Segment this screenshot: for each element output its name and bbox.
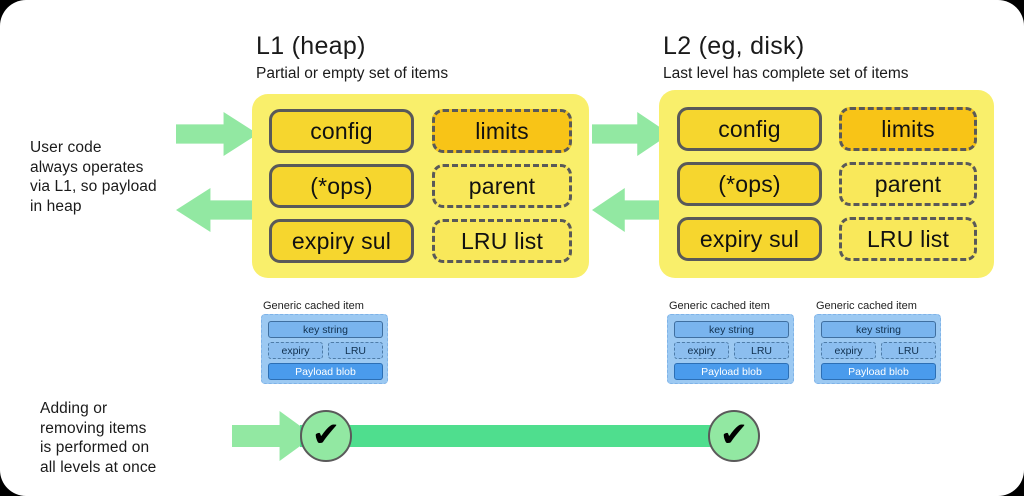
cached-item-payload-3[interactable]: Payload blob (821, 363, 936, 380)
cached-item-key-3[interactable]: key string (821, 321, 936, 338)
l1-subtitle: Partial or empty set of items (256, 65, 449, 82)
l2-title: L2 (eg, disk) (663, 32, 805, 60)
l2-slot-config[interactable]: config (677, 107, 822, 151)
cached-item-label-3: Generic cached item (816, 300, 917, 312)
cached-item-expiry-2[interactable]: expiry (674, 342, 729, 359)
cached-item-payload-1[interactable]: Payload blob (268, 363, 383, 380)
l1-slot-parent[interactable]: parent (432, 164, 572, 208)
l2-slot-lru-list[interactable]: LRU list (839, 217, 977, 261)
all-levels-flow-bar (300, 425, 748, 447)
l1-panel: config (*ops) expiry sul limits parent L… (252, 94, 589, 278)
cached-item-key-2[interactable]: key string (674, 321, 789, 338)
l2-slot-ops[interactable]: (*ops) (677, 162, 822, 206)
l2-panel: config (*ops) expiry sul limits parent L… (659, 90, 994, 278)
check-icon-2: ✔ (719, 416, 749, 454)
note-user-code: User code always operates via L1, so pay… (30, 139, 157, 215)
cached-item-expiry-3[interactable]: expiry (821, 342, 876, 359)
l1-slot-ops[interactable]: (*ops) (269, 164, 414, 208)
checkmark-l1[interactable]: ✔ (300, 410, 352, 462)
l2-slot-expiry-sul[interactable]: expiry sul (677, 217, 822, 261)
l1-slot-limits[interactable]: limits (432, 109, 572, 153)
cached-item-key-1[interactable]: key string (268, 321, 383, 338)
l1-slot-lru-list[interactable]: LRU list (432, 219, 572, 263)
cached-item-label-1: Generic cached item (263, 300, 364, 312)
l1-title: L1 (heap) (256, 32, 366, 60)
cached-item-lru-1[interactable]: LRU (328, 342, 383, 359)
cached-item-box-3: key string expiry LRU Payload blob (814, 314, 941, 384)
l2-subtitle: Last level has complete set of items (663, 65, 909, 82)
cached-item-lru-2[interactable]: LRU (734, 342, 789, 359)
l2-slot-limits[interactable]: limits (839, 107, 977, 151)
cached-item-expiry-1[interactable]: expiry (268, 342, 323, 359)
cached-item-box-1: key string expiry LRU Payload blob (261, 314, 388, 384)
cached-item-box-2: key string expiry LRU Payload blob (667, 314, 794, 384)
l1-slot-expiry-sul[interactable]: expiry sul (269, 219, 414, 263)
check-icon-1: ✔ (311, 416, 341, 454)
note-adding-removing: Adding or removing items is performed on… (40, 400, 157, 476)
cached-item-label-2: Generic cached item (669, 300, 770, 312)
checkmark-l2[interactable]: ✔ (708, 410, 760, 462)
cached-item-lru-3[interactable]: LRU (881, 342, 936, 359)
l1-slot-config[interactable]: config (269, 109, 414, 153)
l2-slot-parent[interactable]: parent (839, 162, 977, 206)
cached-item-payload-2[interactable]: Payload blob (674, 363, 789, 380)
